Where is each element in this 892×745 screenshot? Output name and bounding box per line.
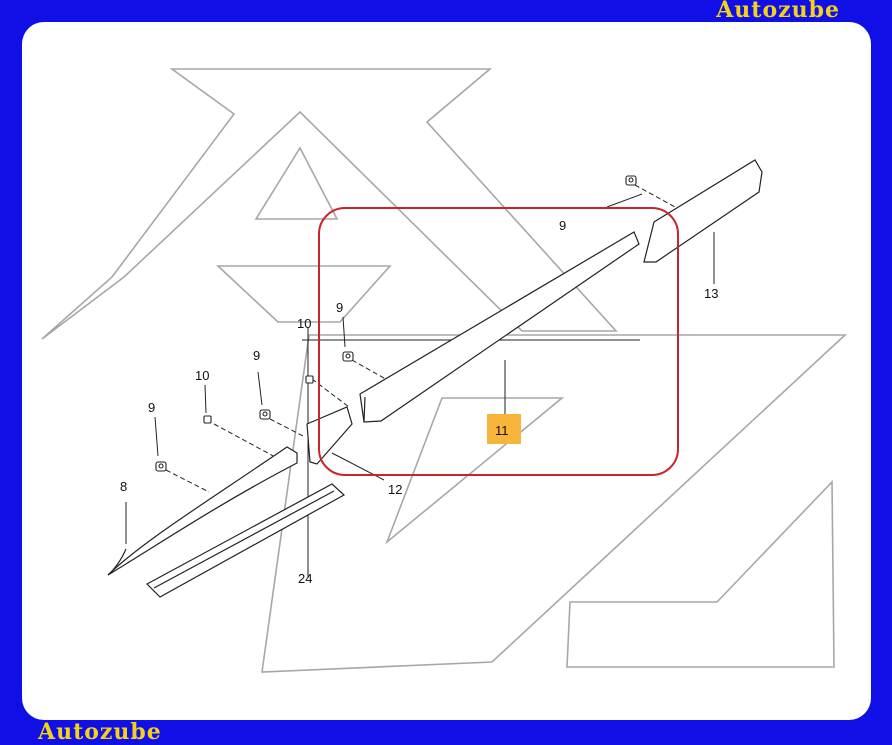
callout-9-rear-door: 9 [336,300,343,315]
part-front-door-molding [107,446,298,576]
part-tag-11 [487,414,521,444]
highlight-box [318,207,679,476]
clip-9-rear-door [342,351,354,362]
clip-9-front-lower [155,461,167,472]
brand-logo-bottom: Autozube [38,719,162,745]
leader-lines [125,184,715,577]
callout-9-front-upper: 9 [253,348,260,363]
part-rear-door-molding [359,231,640,423]
brand-logo-top: Autozube [716,0,840,23]
part-b-pillar-end-cap [306,406,353,465]
callout-9-rear: 9 [559,218,566,233]
callout-8: 8 [120,479,127,494]
clip-9-front-upper [259,409,271,420]
clip-9-rear [625,175,637,186]
screw-10-lower [203,415,212,424]
diagram-panel: 9 13 9 10 9 10 9 11 12 8 24 [22,22,871,720]
screw-10-upper [305,375,314,384]
parts-diagram: 9 13 9 10 9 10 9 11 12 8 24 [41,68,848,673]
callout-24: 24 [298,571,312,586]
callout-10-upper: 10 [297,316,311,331]
callout-9-front-lower: 9 [148,400,155,415]
callout-12: 12 [388,482,402,497]
fasteners [155,175,637,472]
callout-13: 13 [704,286,718,301]
callout-11: 11 [495,423,509,438]
watermark [41,68,848,673]
part-quarter-panel-molding [643,159,763,263]
callout-10-lower: 10 [195,368,209,383]
part-sill-strip [146,483,346,598]
